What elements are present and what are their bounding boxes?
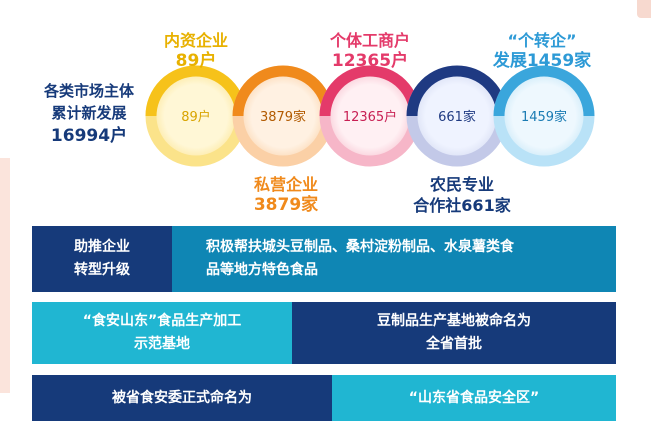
info-row-2-body-line-1: 豆制品生产基地被命名为 [377,313,531,329]
label-domestic-value: 89户 [175,51,217,71]
label-individual-value: 12365户 [331,51,409,71]
ring-value-5: 1459家 [521,109,567,125]
info-row-1-title: 助推企业 转型升级 [32,226,172,292]
info-row-1-body: 积极帮扶城头豆制品、桑村淀粉制品、水泉薯类食 品等地方特色食品 [172,226,616,292]
info-row-3-title-line-1: 被省食安委正式命名为 [112,389,252,406]
decorative-left-strip [0,158,10,393]
info-row-2-title: “食安山东”食品生产加工 示范基地 [32,302,292,364]
info-row-3-title: 被省食安委正式命名为 [32,375,332,421]
info-row-2: “食安山东”食品生产加工 示范基地 豆制品生产基地被命名为 全省首批 [32,302,616,364]
ring-individual-business: 12365户 [319,65,421,167]
ring-private-enterprise: 3879家 [232,65,334,167]
label-individual: 个体工商户 12365户 [310,30,430,72]
label-private-name: 私营企业 [253,175,318,194]
info-row-3: 被省食安委正式命名为 “山东省食品安全区” [32,375,616,421]
ring-individual-to-enterprise: 1459家 [493,65,595,167]
ring-value-3: 12365户 [343,109,397,125]
summary-block: 各类市场主体 累计新发展 16994户 [14,80,164,148]
info-row-2-body: 豆制品生产基地被命名为 全省首批 [292,302,616,364]
label-domestic-name: 内资企业 [163,31,228,50]
info-row-1: 助推企业 转型升级 积极帮扶城头豆制品、桑村淀粉制品、水泉薯类食 品等地方特色食… [32,226,616,292]
label-coop: 农民专业 合作社661家 [402,174,522,216]
info-row-2-body-line-2: 全省首批 [426,336,482,352]
info-row-1-body-line-1: 积极帮扶城头豆制品、桑村淀粉制品、水泉薯类食 [206,239,514,255]
info-row-1-title-line-2: 转型升级 [74,262,130,278]
summary-line-2: 累计新发展 [51,104,127,122]
label-individual-name: 个体工商户 [329,31,410,50]
label-transfer-name: “个转企” [507,31,577,50]
label-private: 私营企业 3879家 [240,174,332,216]
label-coop-name-1: 农民专业 [429,175,494,194]
ring-value-2: 3879家 [260,109,306,125]
ring-value-1: 89户 [181,109,211,125]
ring-value-4: 661家 [438,109,476,125]
ring-domestic-enterprise: 89户 [145,65,247,167]
label-private-value: 3879家 [253,195,319,215]
info-row-3-body-line-1: “山东省食品安全区” [408,389,540,406]
label-transfer-value: 发展1459家 [492,51,592,71]
label-transfer: “个转企” 发展1459家 [482,30,602,72]
info-row-1-body-line-2: 品等地方特色食品 [206,262,318,278]
info-row-3-body: “山东省食品安全区” [332,375,616,421]
decorative-corner-tab [637,0,651,18]
info-row-2-title-line-2: 示范基地 [134,336,190,352]
summary-total: 16994户 [50,126,128,146]
info-row-2-title-line-1: “食安山东”食品生产加工 [82,313,242,329]
ring-farmer-coop: 661家 [406,65,508,167]
info-row-1-title-line-1: 助推企业 [74,239,130,255]
label-domestic: 内资企业 89户 [150,30,242,72]
summary-line-1: 各类市场主体 [43,82,134,100]
label-coop-name-2: 合作社661家 [413,196,511,215]
rings-graphic: 89户 3879家 12365户 661家 1459家 [145,65,595,167]
